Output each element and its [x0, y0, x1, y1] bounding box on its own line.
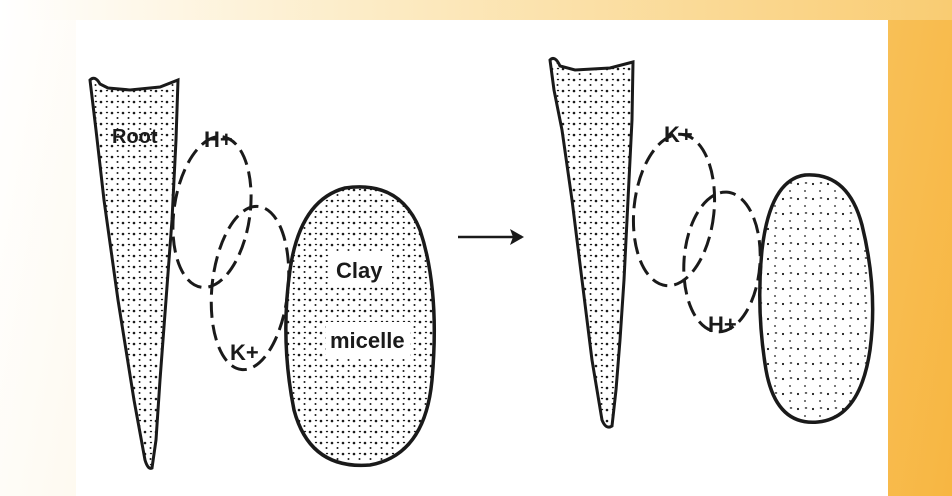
clay-label-line1: Clay: [336, 258, 383, 283]
ion-circle-right-upper: [626, 130, 721, 290]
root-label: Root: [112, 126, 158, 148]
ion-circle-left-upper: [164, 131, 260, 292]
ion-label-k-left: K+: [230, 340, 259, 365]
right-arrow-icon: [458, 229, 524, 245]
ion-label-k-right: K+: [664, 122, 693, 147]
ion-label-h-left: H+: [204, 127, 233, 152]
clay-micelle-right: [760, 175, 873, 422]
clay-label-line2: micelle: [330, 328, 405, 353]
root-right: [550, 58, 633, 427]
ion-label-h-right: H+: [708, 312, 737, 337]
